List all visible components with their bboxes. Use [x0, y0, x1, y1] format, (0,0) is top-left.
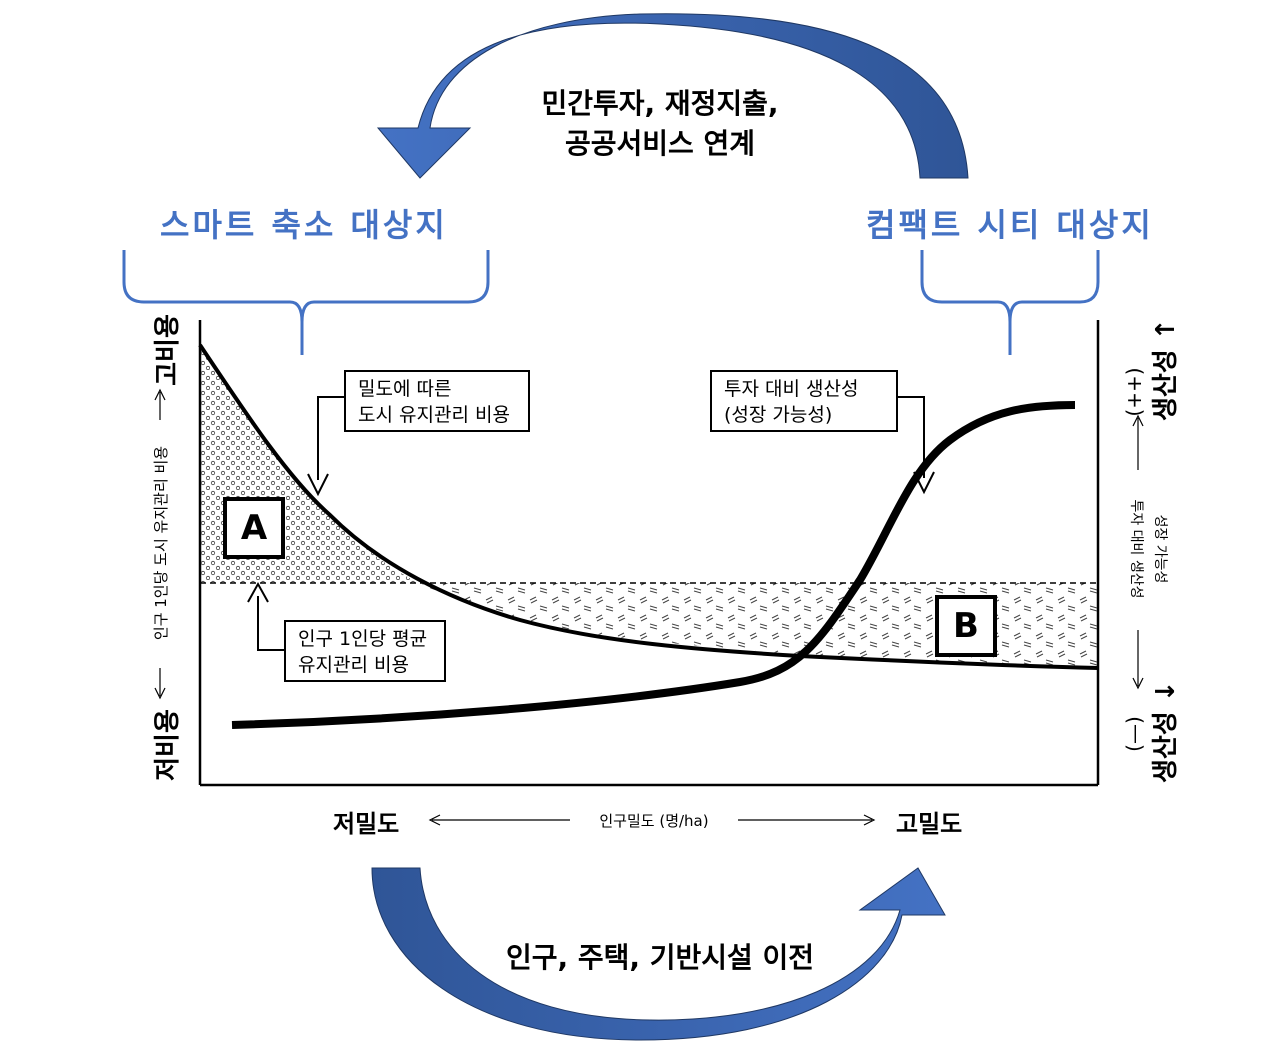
right-bracket-icon: [920, 250, 1100, 355]
density-cost-arrowhead-icon: [307, 473, 329, 497]
productivity-line2: (성장 가능성): [724, 404, 833, 426]
top-flow-line2: 공공서비스 연계: [564, 127, 756, 160]
x-axis-high-label: 고밀도: [896, 810, 963, 838]
y-right-low-label: 생산성 ↓: [1151, 680, 1181, 783]
y-right-down-head-icon: [1132, 677, 1144, 690]
y-right-up-head-icon: [1132, 414, 1144, 427]
productivity-line1: 투자 대비 생산성: [724, 378, 859, 400]
x-left-head-icon: [428, 814, 441, 826]
avg-cost-callout: 인구 1인당 평균 유지관리 비용: [284, 620, 446, 682]
bottom-flow-label: 인구, 주택, 기반시설 이전: [505, 941, 815, 974]
x-axis-low-label: 저밀도: [333, 810, 400, 838]
cost-curve: [198, 343, 1099, 670]
area-a-tag: A: [223, 497, 285, 559]
avg-cost-line2: 유지관리 비용: [298, 654, 409, 676]
productivity-arrowhead-icon: [913, 471, 935, 495]
y-left-up-head-icon: [154, 388, 166, 401]
y-right-low-sub: (—): [1122, 716, 1146, 752]
bottom-curved-arrow-icon: [371, 867, 946, 1041]
compact-city-title: 컴팩트 시티 대상지: [866, 206, 1154, 244]
density-cost-line2: 도시 유지관리 비용: [358, 404, 510, 426]
area-b-fill: [420, 583, 1098, 668]
y-right-caption2: 성장 가능성: [1152, 514, 1168, 584]
y-right-caption1: 투자 대비 생산성: [1128, 499, 1144, 599]
top-flow-line1: 민간투자, 재정지출,: [541, 87, 779, 120]
area-b-tag: B: [935, 595, 997, 657]
top-flow-label: 민간투자, 재정지출, 공공서비스 연계: [470, 84, 850, 164]
y-right-high-label: 생산성 ↑: [1151, 318, 1181, 421]
y-left-caption: 인구 1인당 도시 유지관리 비용: [152, 445, 170, 641]
y-left-down-head-icon: [154, 687, 166, 700]
avg-cost-arrowhead-icon: [247, 581, 269, 603]
y-right-high-sub: (++): [1122, 367, 1146, 417]
y-left-low-label: 저비용: [153, 709, 183, 781]
productivity-pointer: [898, 396, 925, 478]
density-cost-line1: 밀도에 따른: [358, 378, 452, 400]
x-axis-caption: 인구밀도 (명/ha): [599, 812, 709, 830]
avg-cost-line1: 인구 1인당 평균: [298, 628, 428, 650]
x-right-head-icon: [863, 814, 876, 826]
density-cost-pointer: [317, 396, 344, 480]
top-curved-arrow-icon: [376, 13, 969, 179]
productivity-callout: 투자 대비 생산성 (성장 가능성): [710, 370, 898, 432]
avg-cost-pointer: [257, 596, 284, 651]
density-cost-callout: 밀도에 따른 도시 유지관리 비용: [344, 370, 530, 432]
left-bracket-icon: [122, 250, 490, 355]
smart-shrink-title: 스마트 축소 대상지: [160, 206, 448, 244]
y-left-high-label: 고비용: [153, 314, 183, 386]
productivity-curve: [231, 401, 1076, 729]
